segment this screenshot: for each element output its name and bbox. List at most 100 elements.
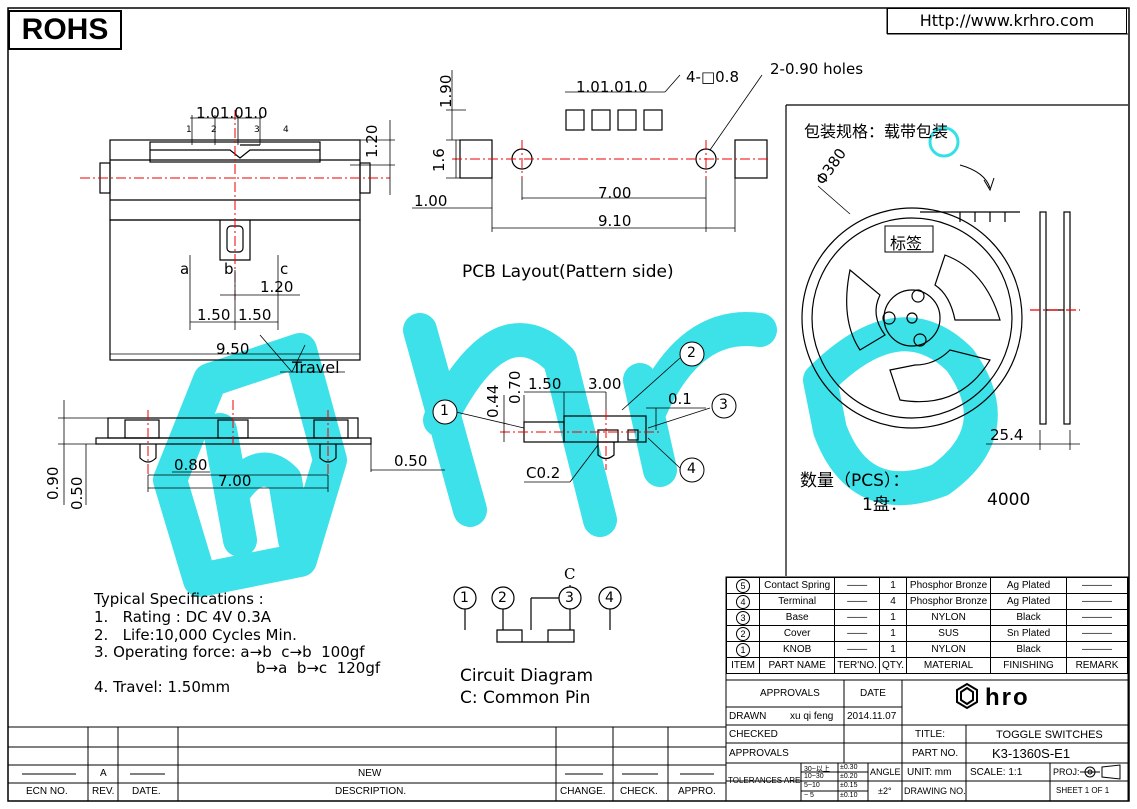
tol-value-4: ±0.10 [840, 792, 858, 799]
bom-cell-part: Terminal [759, 593, 836, 610]
pcb-pads-note: 4-□0.8 [686, 68, 739, 86]
pcb-holes-note: 2-0.90 holes [770, 60, 864, 78]
bom-cell-part: KNOB [759, 641, 836, 658]
travel-label: Travel [292, 358, 340, 377]
bom-cell-ter: TER'NO. [834, 657, 880, 674]
title-label: TITLE: [915, 729, 946, 740]
drawing-no-label: DRAWING NO. [904, 786, 966, 796]
bom-cell-finishing: Black [990, 641, 1067, 658]
pin-2-label: 2 [211, 125, 217, 135]
date-header: DATE [860, 688, 886, 699]
circuit-diagram [453, 585, 622, 643]
spec-line-3b: b→a b→c 120gf [256, 659, 381, 677]
angle-value: ±2° [878, 786, 892, 796]
bom-cell-part: Contact Spring [759, 577, 836, 594]
bom-cell-remark: ——— [1065, 625, 1129, 642]
reel-label: 标签 [890, 234, 923, 253]
detail-dim-044: 0.44 [484, 384, 502, 418]
bom-cell-ter: —— [834, 625, 880, 642]
packaging-frame [785, 104, 1128, 576]
watermark-logo [153, 312, 998, 597]
bom-cell-qty: 1 [878, 609, 908, 626]
spec-line-3: 3. Operating force: a→b c→b 100gf [94, 643, 365, 661]
reel-drawing [801, 164, 1080, 450]
bom-cell-ter: —— [834, 641, 880, 658]
bom-cell-qty: 1 [878, 641, 908, 658]
pin-1-label: 1 [186, 125, 192, 135]
proj-symbol-icon [1080, 764, 1121, 780]
bom-cell-item: 1 [725, 641, 761, 658]
part-no-value: K3-1360S-E1 [992, 746, 1071, 761]
bom-cell-part: Base [759, 609, 836, 626]
date-col-header: DATE. [132, 786, 161, 797]
scale-label: SCALE: 1:1 [970, 767, 1023, 778]
side-dim-050: 0.50 [68, 476, 86, 510]
label-b: b [224, 260, 234, 278]
qty-label: 数量（PCS）： [800, 471, 910, 491]
packaging-title: 包装规格：载带包装 [804, 122, 949, 141]
top-dim-height: 1.20 [363, 124, 381, 158]
tol-value-2: ±0.20 [840, 773, 858, 780]
pin-3-label: 3 [254, 125, 260, 135]
bom-cell-item: ITEM [725, 657, 761, 674]
bom-cell-finishing: Ag Plated [990, 593, 1067, 610]
bom-cell-part: Cover [759, 625, 836, 642]
pcb-dim-16: 1.6 [430, 148, 448, 172]
part-no-label: PART NO. [912, 748, 959, 759]
item-number-badge: 1 [736, 642, 751, 657]
pcb-dim-910: 9.10 [598, 212, 632, 230]
top-dim-pitch: 1.01.01.0 [196, 104, 268, 122]
company-url[interactable]: Http://www.krhro.com [887, 8, 1127, 34]
bom-cell-item: 4 [725, 593, 761, 610]
spec-line-2: 2. Life:10,000 Cycles Min. [94, 626, 297, 644]
top-dim-150-left: 1.50 [197, 306, 231, 324]
description-header: DESCRIPTION. [335, 786, 407, 797]
bom-cell-finishing: Ag Plated [990, 577, 1067, 594]
bom-cell-material: SUS [905, 625, 992, 642]
item-number-badge: 2 [736, 626, 751, 641]
rohs-badge: ROHS [8, 10, 122, 50]
bom-cell-finishing: FINISHING [990, 657, 1067, 674]
detail-chamfer: C0.2 [526, 464, 561, 482]
circuit-c-label: C [564, 565, 576, 583]
circuit-pin-1: 1 [460, 590, 469, 606]
bom-cell-qty: 4 [878, 593, 908, 610]
detail-dim-01: 0.1 [668, 390, 692, 408]
tol-range-3: 5~10 [804, 782, 820, 789]
change-header: CHANGE. [560, 786, 606, 797]
label-c: c [280, 260, 289, 278]
angle-label: ANGLE [870, 767, 901, 777]
sheet-label: SHEET 1 OF 1 [1056, 786, 1110, 795]
revision-block-lines [8, 726, 726, 801]
drawn-date: 2014.11.07 [847, 711, 897, 722]
bom-cell-material: Phosphor Bronze [905, 577, 992, 594]
spec-title: Typical Specifications : [94, 590, 264, 608]
pcb-dim-190: 1.90 [437, 74, 455, 108]
rev-header: REV. [92, 786, 115, 797]
callout-3: 3 [719, 397, 728, 413]
bom-cell-material: NYLON [905, 609, 992, 626]
circuit-pin-3: 3 [565, 590, 574, 606]
top-dim-120: 1.20 [260, 278, 294, 296]
appro-header: APPRO. [678, 786, 716, 797]
bom-cell-remark: ——— [1065, 609, 1129, 626]
bom-cell-material: MATERIAL [905, 657, 992, 674]
detail-dim-150: 1.50 [528, 375, 562, 393]
spec-line-4: 4. Travel: 1.50mm [94, 678, 231, 696]
drawn-by: xu qi feng [790, 711, 834, 722]
bom-cell-material: NYLON [905, 641, 992, 658]
check-header: CHECK. [620, 786, 658, 797]
bom-cell-qty: 1 [878, 577, 908, 594]
label-a: a [180, 260, 190, 278]
qty-value: 4000 [987, 490, 1031, 510]
spec-line-1: 1. Rating : DC 4V 0.3A [94, 608, 272, 626]
top-dim-150-right: 1.50 [238, 306, 272, 324]
side-dim-080: 0.80 [174, 456, 208, 474]
pcb-layout-title: PCB Layout(Pattern side) [462, 262, 674, 282]
item-number-badge: 3 [736, 610, 751, 625]
callout-4: 4 [687, 461, 696, 477]
rev-value: A [100, 768, 107, 779]
